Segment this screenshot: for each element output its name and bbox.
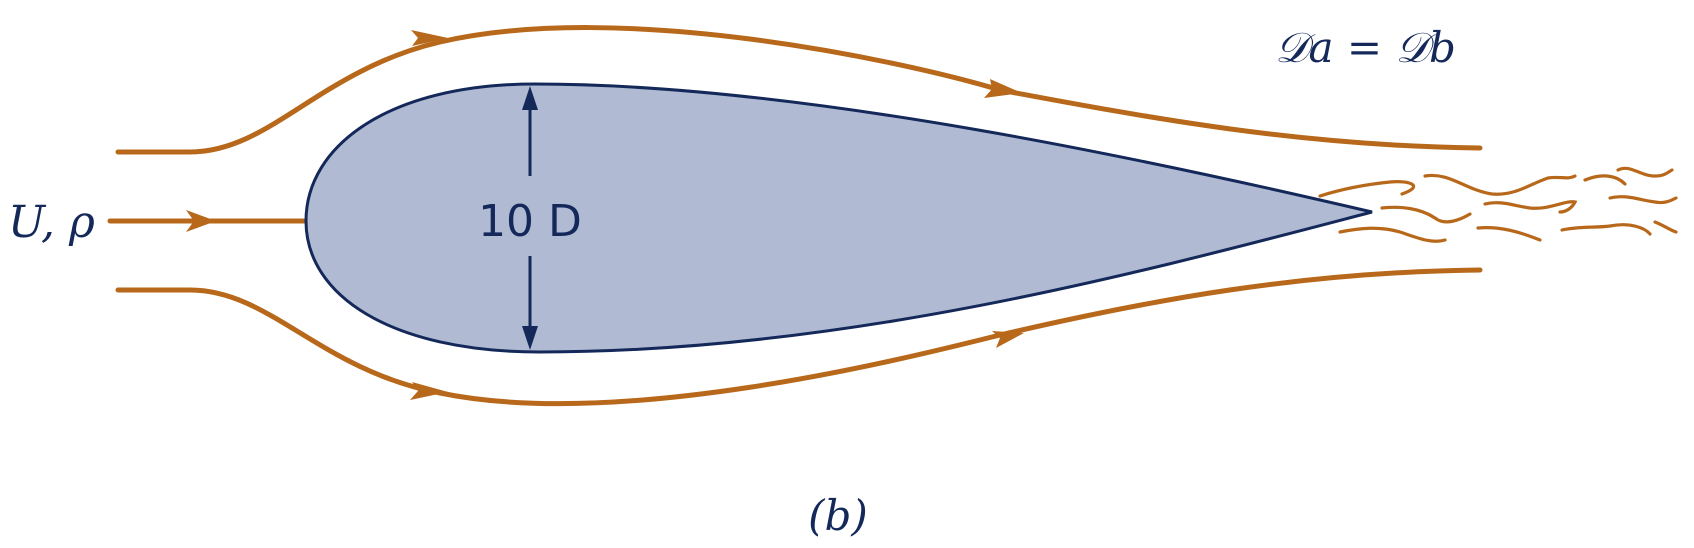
wake-line: [1483, 200, 1578, 214]
center-streamline-arrow: [186, 210, 216, 232]
lower-streamline-arrow-2: [992, 331, 1024, 348]
lower-streamline-arrow-1: [410, 382, 448, 400]
wake-line: [1560, 223, 1652, 236]
wake-line: [1318, 180, 1416, 198]
wake-line: [1476, 226, 1542, 242]
thickness-dimension-top-arrow: [522, 86, 538, 110]
wake-line: [1423, 173, 1577, 196]
wake-line: [1380, 205, 1472, 224]
figure-caption: (b): [808, 491, 868, 540]
wake-line: [1653, 220, 1678, 234]
upper-streamline-arrow-2: [984, 79, 1022, 98]
upper-streamline: [115, 25, 1483, 155]
turbulent-wake: [1318, 166, 1678, 243]
drag-equality-label: 𝒟a = 𝒟b: [1275, 23, 1456, 72]
wake-line: [1616, 166, 1674, 178]
streamlined-body: [304, 82, 1373, 354]
wake-line: [1583, 174, 1627, 186]
wake-line: [1338, 226, 1447, 243]
thickness-dimension-bottom-arrow: [522, 326, 538, 350]
upper-streamline-arrow-1: [411, 30, 448, 46]
wake-line: [1608, 195, 1678, 205]
inflow-label: U, ρ: [8, 197, 95, 248]
lower-streamline: [115, 267, 1483, 407]
thickness-dimension-label: 10 D: [478, 196, 582, 247]
